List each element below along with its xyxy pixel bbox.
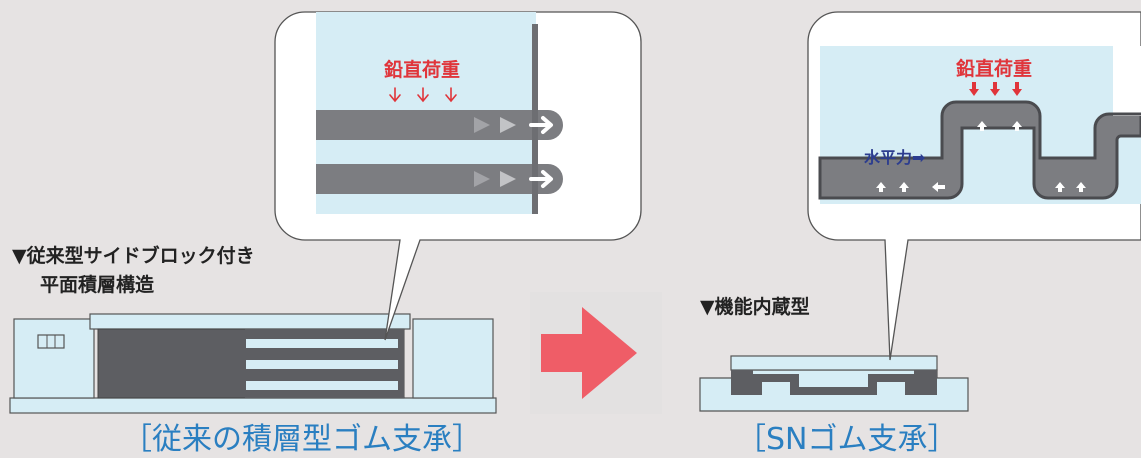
horizontal-force-label: 水平力➡ xyxy=(864,148,926,167)
rubber-layer xyxy=(316,110,563,140)
side-wall xyxy=(532,24,538,214)
conventional-caption: ［従来の積層型ゴム支承］ xyxy=(122,422,482,457)
conventional-side-block-right xyxy=(412,318,494,399)
sn-top-plate xyxy=(730,355,938,371)
transition-arrow xyxy=(541,307,637,399)
sn-rubber-wave xyxy=(818,100,1141,200)
side-block-window-icon xyxy=(37,334,65,349)
conventional-bearing xyxy=(9,313,497,414)
conventional-load-label: 鉛直荷重 xyxy=(384,59,461,81)
load-arrow-group xyxy=(969,82,1022,96)
conventional-base-plate xyxy=(9,397,497,414)
steel-layer xyxy=(246,381,398,390)
rubber-layer xyxy=(316,164,563,194)
load-arrow-group xyxy=(389,87,457,103)
sn-rubber-profile xyxy=(731,370,937,395)
sn-heading: ▼機能内蔵型 xyxy=(700,296,810,318)
steel-layer xyxy=(246,360,398,369)
sn-bearing xyxy=(699,355,969,412)
sn-caption: ［SNゴム支承］ xyxy=(736,422,958,457)
conventional-heading: ▼従来型サイドブロック付き xyxy=(12,245,255,267)
conventional-callout xyxy=(274,11,642,341)
conventional-side-block-left xyxy=(13,318,95,399)
steel-layer xyxy=(246,339,398,348)
sn-callout xyxy=(807,11,1141,361)
conventional-top-plate xyxy=(89,313,411,330)
sn-load-label: 鉛直荷重 xyxy=(956,58,1033,80)
conventional-subheading: 平面積層構造 xyxy=(40,274,155,296)
white-cover xyxy=(1113,46,1141,116)
